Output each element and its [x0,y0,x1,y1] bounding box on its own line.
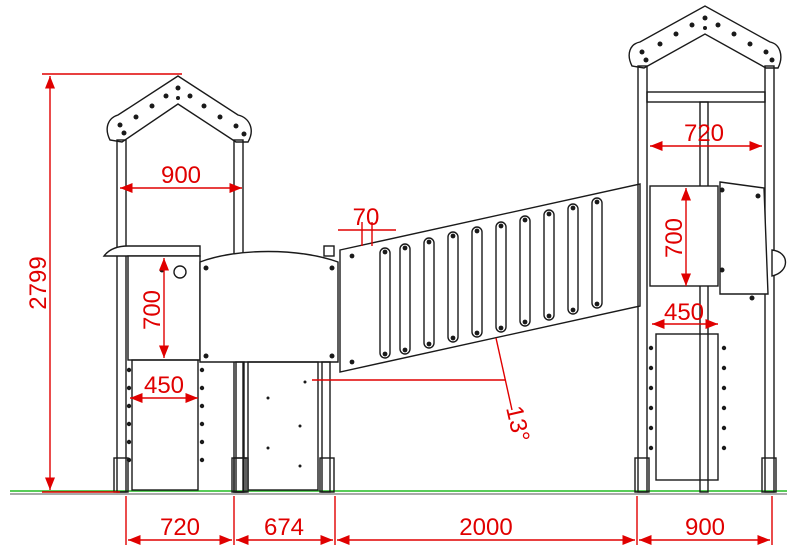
right-side-panel [719,181,769,295]
right-tower-width-label: 720 [684,120,724,147]
ladder-rungs [379,197,603,359]
right-tower-knob [771,249,787,277]
left-tower-roof [106,75,252,143]
middle-panel [199,250,339,363]
right-top-rail [646,91,766,103]
left-opening-width-label: 450 [144,372,184,399]
left-platform-cap [102,245,201,257]
left-panel-height-label: 700 [139,290,166,330]
left-lower-opening [131,359,199,491]
bottom-dim-span-label: 2000 [459,514,512,541]
right-center-pole [699,101,709,493]
incline-angle-label: 13° [500,403,534,444]
right-tower [628,5,787,493]
left-roof-bolts [117,85,247,137]
total-height-label: 2799 [25,256,52,309]
right-panel-height-label: 700 [661,218,688,258]
ladder-side-panel [339,183,641,373]
dimension-layer: 2799 900 700 450 70 13° 720 700 450 [25,73,773,546]
left-ladder-bolts [126,367,205,463]
left-panel-hole [173,265,187,279]
bottom-dim-left-label: 720 [160,514,200,541]
right-ladder-bolts [648,345,727,451]
middle-lower-panel [247,361,319,491]
rung-spacing-label: 70 [353,204,380,231]
left-post-outer [116,139,127,493]
right-lower-opening [655,333,719,481]
middle-post-right [321,361,331,493]
inclined-ladder [323,183,641,373]
middle-platform [199,250,339,493]
right-opening-width-label: 450 [664,299,704,326]
bottom-dim-right-label: 900 [685,514,725,541]
bottom-dim-middle-label: 674 [264,514,304,541]
ladder-top-cap [323,245,335,257]
left-tower-width-label: 900 [161,162,201,189]
right-tower-roof [628,5,782,69]
right-roof-bolts [639,15,775,63]
